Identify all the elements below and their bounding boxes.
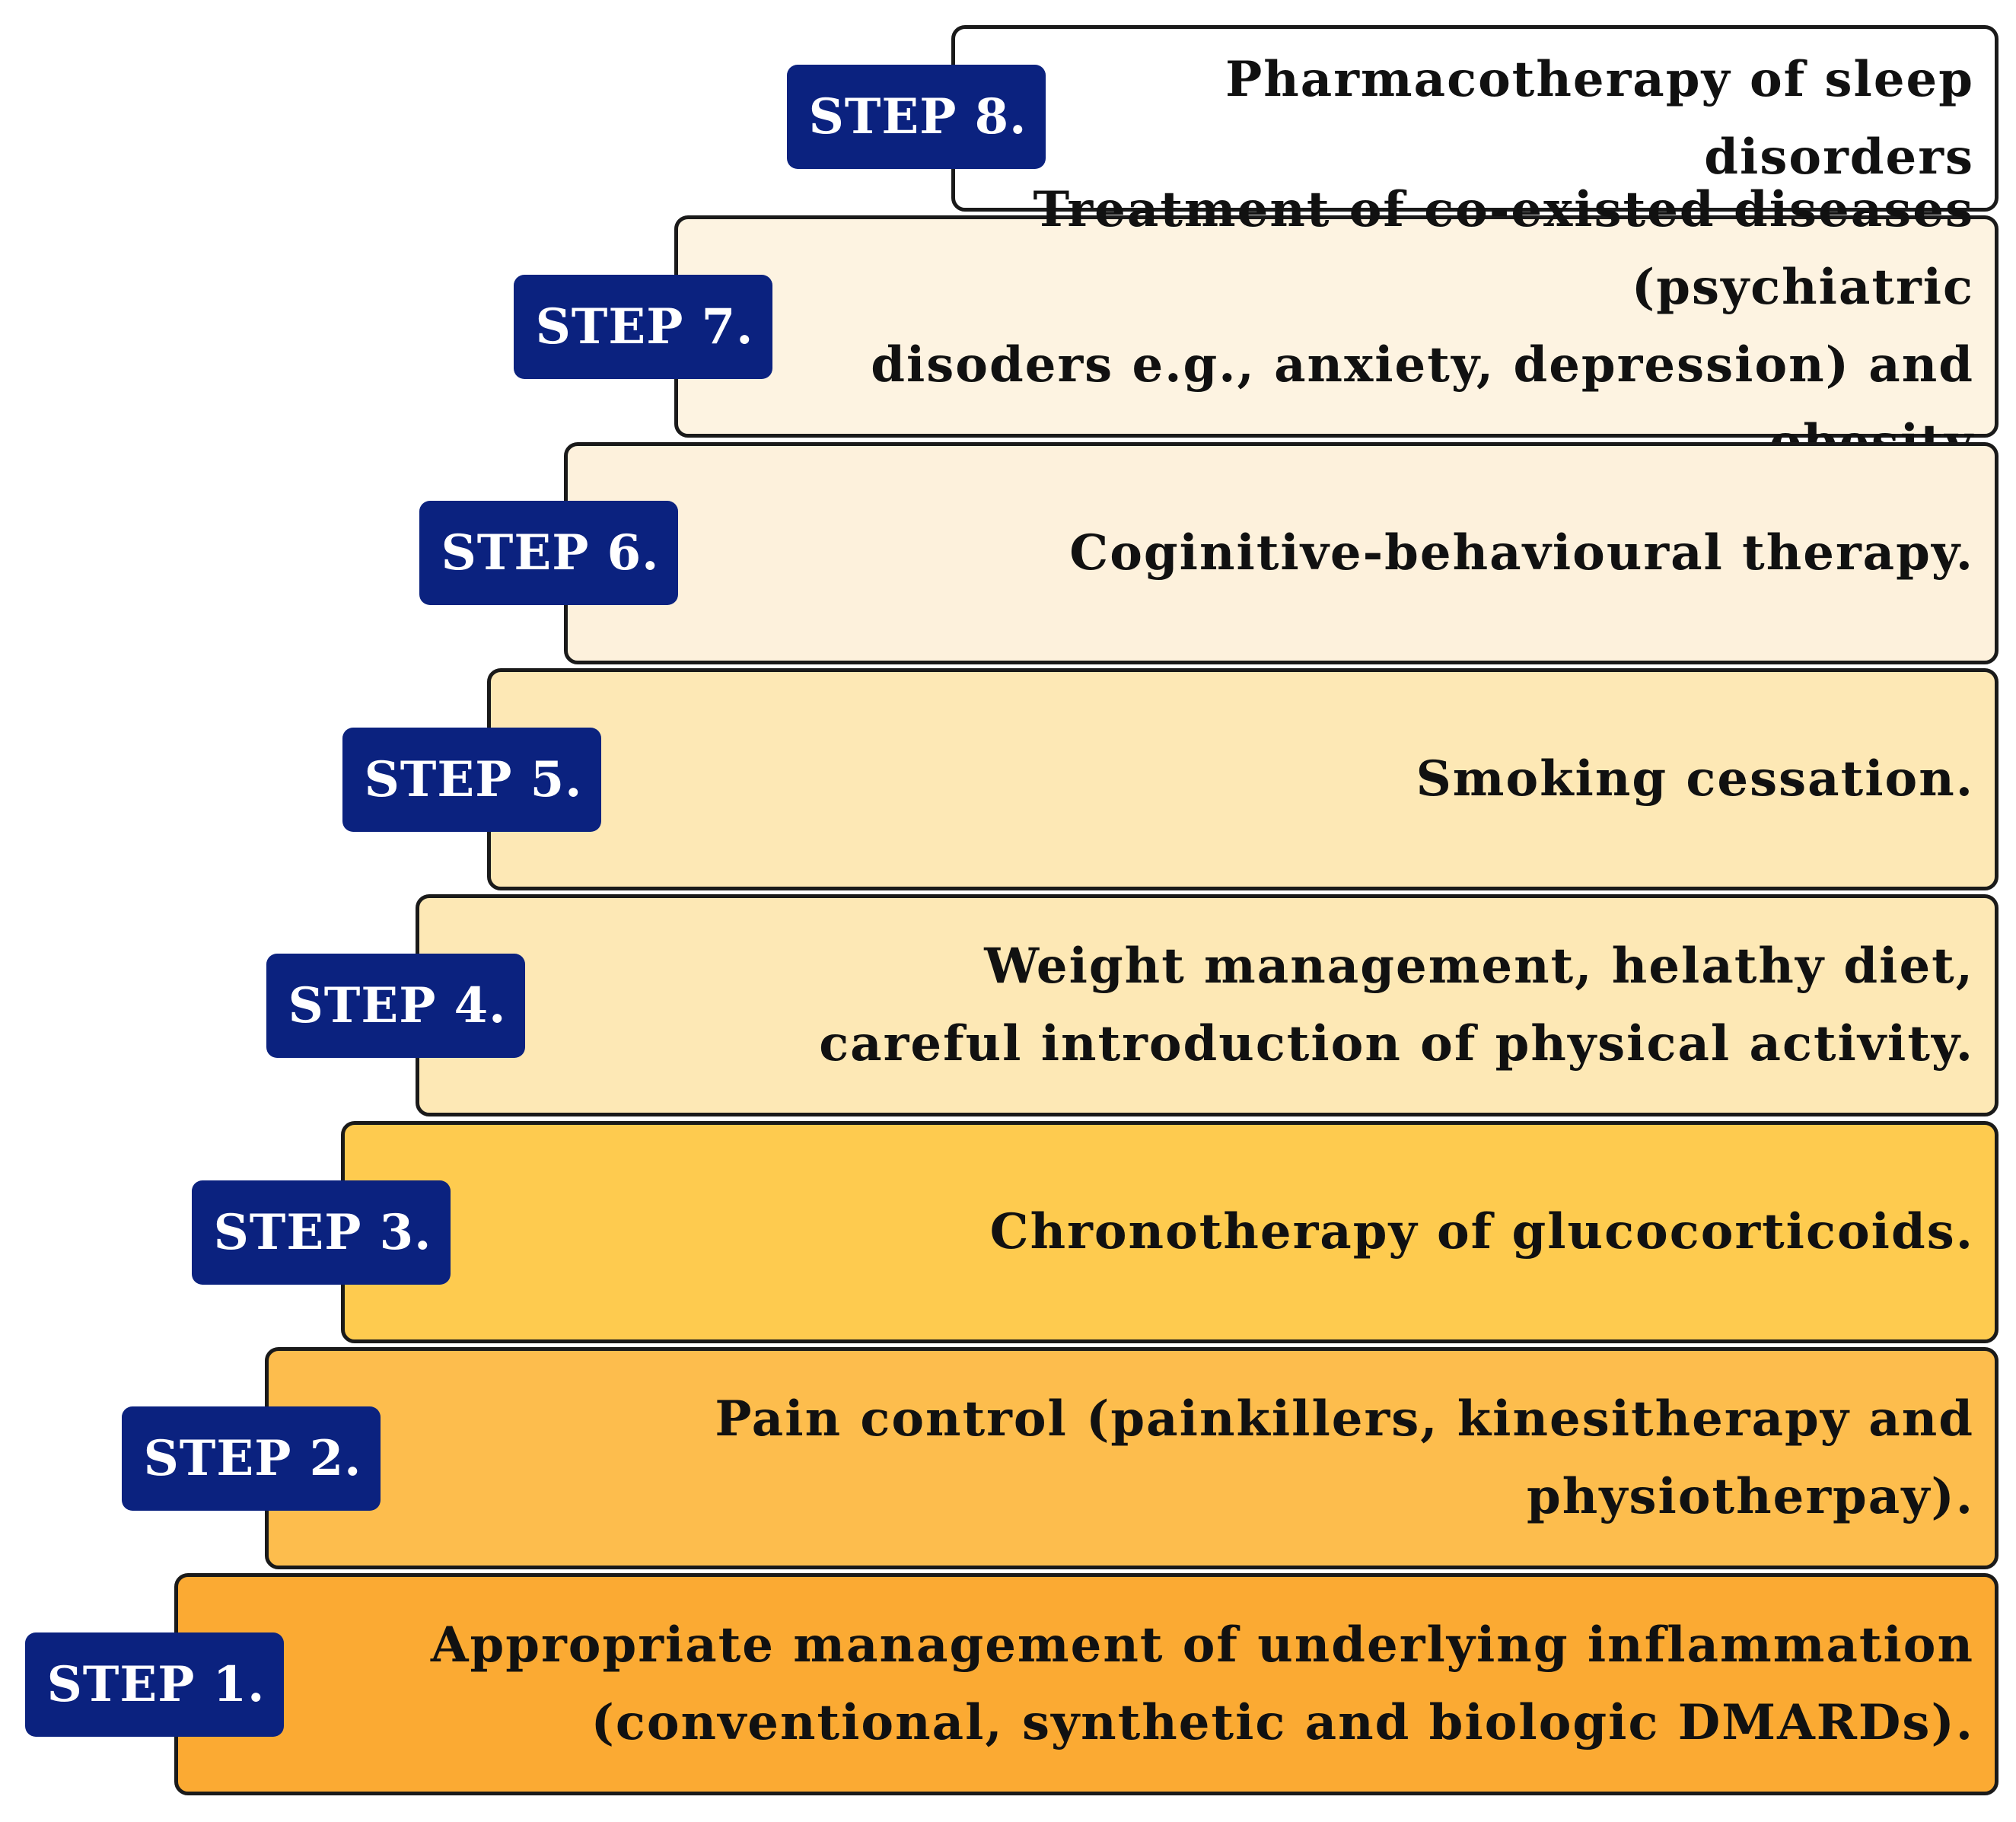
step-4-text: Weight management, helathy diet, careful… bbox=[819, 938, 1974, 1072]
step-6-text: Coginitive-behavioural therapy. bbox=[1069, 524, 1974, 581]
step-5-box: Smoking cessation. bbox=[487, 668, 1998, 890]
step-3-badge: STEP 3. bbox=[192, 1180, 451, 1285]
step-7-badge: STEP 7. bbox=[514, 275, 772, 379]
step-5-badge: STEP 5. bbox=[342, 728, 601, 832]
step-2-badge: STEP 2. bbox=[122, 1406, 381, 1511]
step-6-badge: STEP 6. bbox=[419, 501, 678, 605]
step-4-box: Weight management, helathy diet, careful… bbox=[416, 894, 1998, 1116]
step-4-badge: STEP 4. bbox=[266, 954, 525, 1058]
step-1-box: Appropriate management of underlying inf… bbox=[174, 1573, 1998, 1795]
step-2-text: Pain control (painkillers, kinesitherapy… bbox=[715, 1390, 1974, 1525]
step-5-text: Smoking cessation. bbox=[1416, 750, 1974, 807]
step-6-box: Coginitive-behavioural therapy. bbox=[564, 442, 1998, 664]
step-8-text: Pharmacotherapy of sleep disorders bbox=[1225, 50, 1974, 186]
step-7-box: Treatment of co-existed diseases (psychi… bbox=[674, 181, 1998, 471]
step-7-text: Treatment of co-existed diseases (psychi… bbox=[871, 181, 1974, 471]
step-1-badge: STEP 1. bbox=[25, 1632, 284, 1737]
step-3-box: Chronotherapy of glucocorticoids. bbox=[341, 1121, 1998, 1343]
step-3-text: Chronotherapy of glucocorticoids. bbox=[989, 1203, 1974, 1260]
step-8-badge: STEP 8. bbox=[787, 65, 1046, 169]
step-2-box: Pain control (painkillers, kinesitherapy… bbox=[265, 1347, 1998, 1569]
step-1-text: Appropriate management of underlying inf… bbox=[430, 1617, 1974, 1751]
step-8-box: Pharmacotherapy of sleep disorders bbox=[951, 25, 1998, 212]
